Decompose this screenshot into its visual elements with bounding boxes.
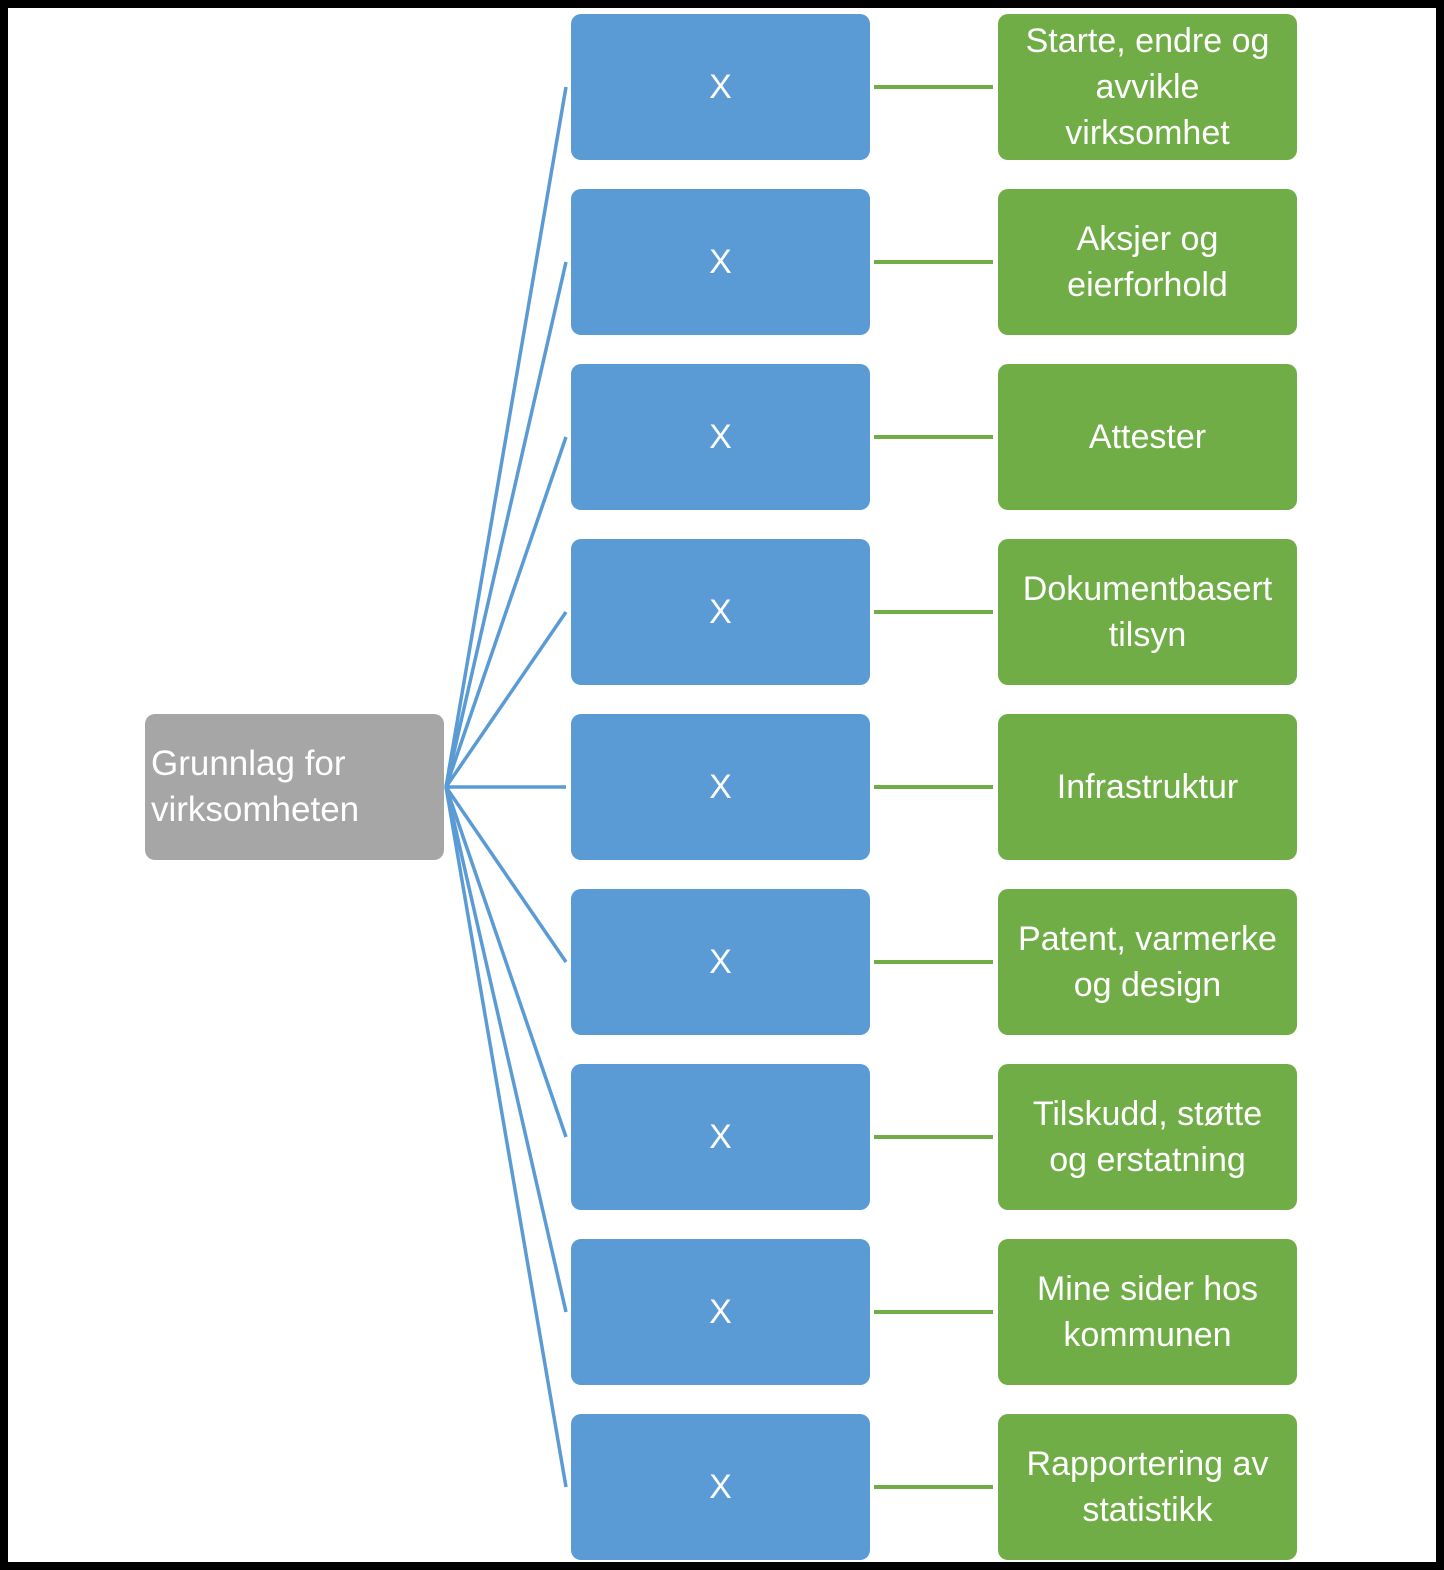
root-to-x-connector-8 bbox=[444, 786, 568, 1313]
leaf-node-label: Rapportering av statistikk bbox=[1026, 1445, 1269, 1529]
root-to-x-connector-4 bbox=[444, 611, 568, 788]
x-node-3: X bbox=[571, 364, 870, 510]
x-node-label: X bbox=[709, 1118, 732, 1156]
root-to-x-connector-7 bbox=[444, 786, 568, 1138]
x-node-8: X bbox=[571, 1239, 870, 1385]
x-node-4: X bbox=[571, 539, 870, 685]
leaf-node-2: Aksjer og eierforhold bbox=[998, 189, 1297, 335]
x-node-label: X bbox=[709, 1468, 732, 1506]
root-node-label: Grunnlag for virksomheten bbox=[151, 744, 360, 829]
x-node-2: X bbox=[571, 189, 870, 335]
x-node-label: X bbox=[709, 243, 732, 281]
leaf-node-6: Patent, varmerke og design bbox=[998, 889, 1297, 1035]
leaf-node-7: Tilskudd, støtte og erstatning bbox=[998, 1064, 1297, 1210]
x-node-label: X bbox=[709, 943, 732, 981]
leaf-node-label: Patent, varmerke og design bbox=[1018, 920, 1277, 1004]
x-node-1: X bbox=[571, 14, 870, 160]
x-node-label: X bbox=[709, 68, 732, 106]
leaf-node-label: Starte, endre og avvikle virksomhet bbox=[1025, 22, 1270, 152]
leaf-node-1: Starte, endre og avvikle virksomhet bbox=[998, 14, 1297, 160]
root-node: Grunnlag for virksomheten bbox=[145, 714, 444, 860]
x-node-label: X bbox=[709, 1293, 732, 1331]
root-to-x-connector-6 bbox=[444, 786, 568, 963]
leaf-node-5: Infrastruktur bbox=[998, 714, 1297, 860]
leaf-node-label: Aksjer og eierforhold bbox=[1067, 220, 1228, 304]
leaf-node-4: Dokumentbasert tilsyn bbox=[998, 539, 1297, 685]
x-node-label: X bbox=[709, 593, 732, 631]
x-node-label: X bbox=[709, 418, 732, 456]
leaf-node-9: Rapportering av statistikk bbox=[998, 1414, 1297, 1560]
leaf-node-3: Attester bbox=[998, 364, 1297, 510]
x-node-6: X bbox=[571, 889, 870, 1035]
root-to-x-connector-9 bbox=[444, 786, 568, 1488]
leaf-node-label: Infrastruktur bbox=[1056, 768, 1239, 806]
root-to-x-connector-3 bbox=[444, 436, 568, 788]
leaf-node-8: Mine sider hos kommunen bbox=[998, 1239, 1297, 1385]
leaf-node-label: Tilskudd, støtte og erstatning bbox=[1032, 1095, 1263, 1179]
root-to-x-connector-1 bbox=[444, 86, 568, 788]
x-node-7: X bbox=[571, 1064, 870, 1210]
root-to-x-connector-2 bbox=[444, 261, 568, 788]
x-node-9: X bbox=[571, 1414, 870, 1560]
x-node-label: X bbox=[709, 768, 732, 806]
x-node-5: X bbox=[571, 714, 870, 860]
leaf-node-label: Attester bbox=[1088, 418, 1207, 456]
leaf-node-label: Dokumentbasert tilsyn bbox=[1022, 570, 1273, 654]
leaf-node-label: Mine sider hos kommunen bbox=[1036, 1270, 1259, 1354]
